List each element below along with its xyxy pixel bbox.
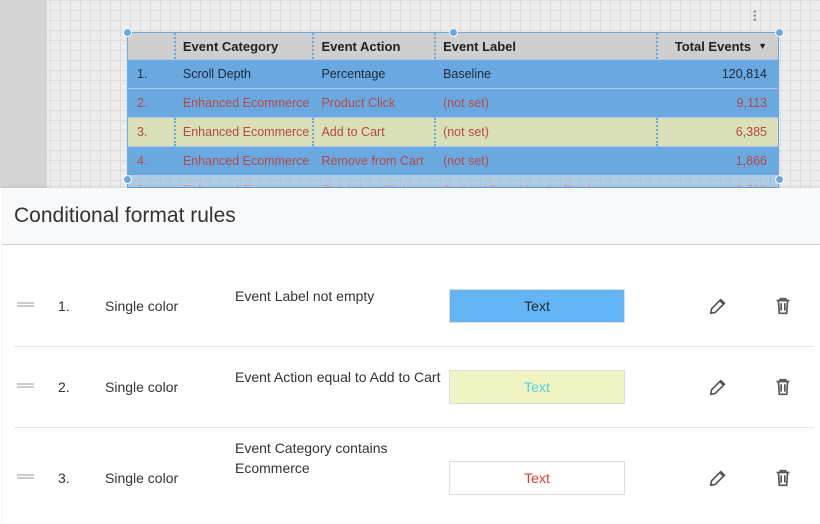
delete-trash-icon[interactable] [772, 295, 794, 317]
table-cell: 5. [128, 176, 176, 187]
table-cell: 1,866 [735, 154, 767, 168]
resize-handle[interactable] [775, 28, 784, 37]
rule-style-preview[interactable]: Text [449, 289, 625, 323]
table-cell: 3. [128, 118, 176, 146]
divider [14, 346, 814, 347]
table-cell: Percentage [321, 67, 386, 81]
table-header: Event Category Event Action Event Label … [128, 33, 778, 60]
edit-pencil-icon[interactable] [707, 376, 729, 398]
header-total-events[interactable]: Total Events ▼ [658, 33, 778, 59]
format-rule[interactable]: 1. Single color [14, 296, 814, 316]
table-cell: Enhanced Ecommerce [182, 154, 310, 168]
more-options-icon[interactable]: ••• [753, 7, 757, 26]
rule-condition: Event Label not empty [235, 288, 375, 304]
rule-number: 1. [58, 298, 70, 314]
conditional-format-panel: Conditional format rules 1. Single color… [3, 188, 820, 524]
header-event-category[interactable]: Event Category [176, 33, 315, 59]
table-cell: (not set) [436, 118, 659, 146]
table-cell: Enhanced Ecommerce [176, 176, 315, 187]
table-cell: (not set) [443, 96, 489, 110]
resize-handle[interactable] [123, 175, 132, 184]
table-cell: 2. [137, 96, 148, 110]
table-cell: 120,814 [721, 67, 767, 81]
header-index [128, 33, 176, 59]
edit-pencil-icon[interactable] [707, 467, 729, 489]
rule-type: Single color [105, 470, 179, 486]
edit-pencil-icon[interactable] [707, 295, 729, 317]
header-total-events-label: Total Events [674, 38, 752, 54]
table-cell: Baseline [443, 67, 492, 81]
drag-handle-icon[interactable] [17, 383, 34, 388]
rule-condition: Event Category contains Ecommerce [235, 440, 388, 476]
panel-title: Conditional format rules [3, 188, 820, 245]
data-table[interactable]: Event Category Event Action Event Label … [127, 32, 779, 188]
header-event-label[interactable]: Event Label [436, 33, 659, 59]
sort-descending-icon: ▼ [758, 41, 767, 51]
divider [14, 427, 814, 428]
rule-style-preview[interactable]: Text [449, 370, 625, 404]
table-cell: 9,113 [736, 96, 767, 110]
table-cell: Remove from Cart [321, 154, 424, 168]
rule-type: Single color [105, 298, 179, 314]
resize-handle[interactable] [775, 175, 784, 184]
table-row[interactable]: 2. Enhanced Ecommerce Product Click (not se… [128, 89, 778, 118]
delete-trash-icon[interactable] [772, 467, 794, 489]
format-rule[interactable]: 2. Single color [14, 377, 814, 397]
table-cell: Quickview Click [314, 176, 436, 187]
rule-number: 2. [58, 379, 70, 395]
table-row[interactable]: 5.Enhanced EcommerceQuickview ClickAndro… [128, 176, 778, 187]
resize-handle[interactable] [449, 28, 458, 37]
table-row[interactable]: 4. Enhanced Ecommerce Remove from Cart (not… [128, 147, 778, 176]
rule-condition: Event Action equal to Add to Cart [235, 369, 441, 385]
table-cell: Add to Cart [314, 118, 437, 146]
table-cell: 1,230 [658, 176, 778, 187]
table-cell: Enhanced Ecommerce [182, 96, 310, 110]
resize-handle[interactable] [123, 28, 132, 37]
drag-handle-icon[interactable] [17, 302, 34, 307]
table-cell: 6,385 [735, 125, 767, 139]
table-cell: Product Click [321, 96, 396, 110]
table-row[interactable]: 1. Scroll Depth Percentage Baseline 120,814 [128, 60, 778, 89]
format-rule[interactable]: 3. Single color [14, 468, 814, 488]
table-cell: (not set) [443, 154, 489, 168]
table-cell: Android Tone Hoodie Black [436, 176, 658, 187]
delete-trash-icon[interactable] [772, 376, 794, 398]
rule-style-preview[interactable]: Text [449, 461, 625, 495]
table-cell: Scroll Depth [182, 67, 251, 81]
table-cell: 4. [137, 154, 148, 168]
rule-number: 3. [58, 470, 70, 486]
canvas-gutter [0, 0, 47, 188]
table-cell: 1. [137, 67, 148, 81]
table-cell: Enhanced Ecommerce [176, 118, 315, 146]
rule-type: Single color [105, 379, 179, 395]
drag-handle-icon[interactable] [17, 474, 34, 479]
header-event-action[interactable]: Event Action [314, 33, 437, 59]
